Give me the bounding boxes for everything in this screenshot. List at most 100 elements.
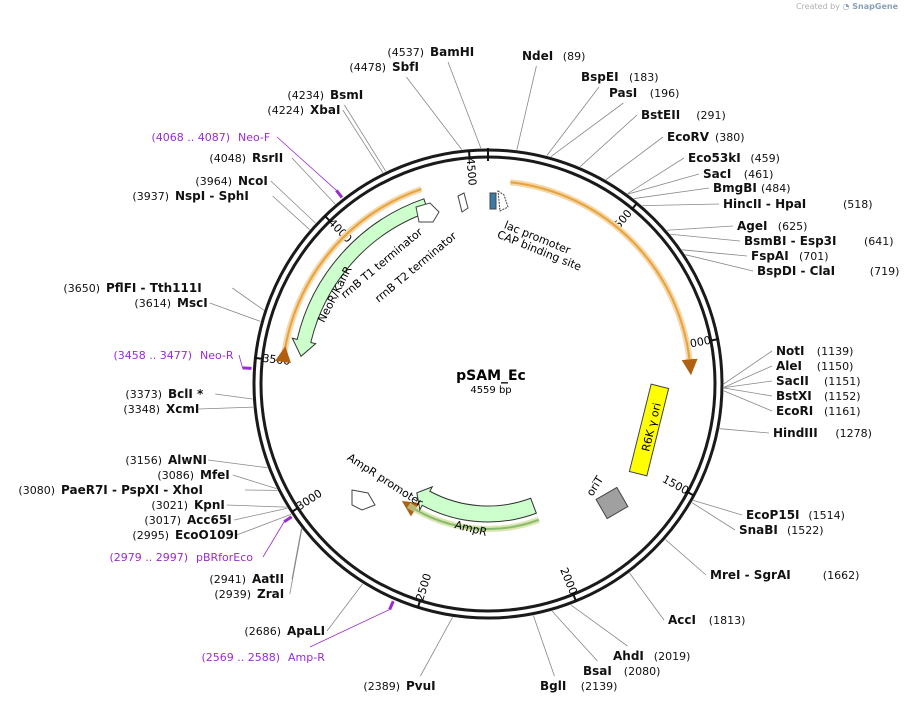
site-name: SacI: [703, 167, 731, 181]
site-name: EcoRV: [667, 130, 710, 144]
site-position: (641): [864, 235, 894, 248]
site-label: BsaI(2080): [583, 664, 660, 678]
site-name: MreI - SgrAI: [710, 568, 791, 582]
site-name: SnaBI: [739, 523, 778, 537]
site-position: (4234): [287, 89, 324, 102]
site-name: NcoI: [238, 174, 268, 188]
site-label: Eco53kI(459): [688, 151, 780, 165]
site-name: BamHI: [430, 45, 474, 59]
site-name: PflFI - Tth111I: [106, 281, 202, 295]
site-position: (1152): [824, 390, 861, 403]
primer-range: (2979 .. 2997): [109, 551, 188, 564]
site-leader: [234, 507, 288, 521]
site-position: (89): [563, 50, 586, 63]
site-label: (3348)XcmI: [123, 402, 199, 416]
site-name: AlwNI: [168, 453, 207, 467]
site-position: (3650): [63, 282, 100, 295]
site-leader: [723, 350, 773, 385]
site-position: (3017): [144, 514, 181, 527]
primer-marker: [242, 366, 252, 370]
site-leader: [551, 610, 598, 662]
site-name: XbaI: [310, 103, 340, 117]
primer-name: pBRforEco: [196, 551, 253, 564]
site-label: AleI(1150): [776, 359, 853, 373]
site-label: MreI - SgrAI(1662): [710, 568, 859, 582]
primer-leader: [309, 609, 390, 648]
site-leader: [550, 102, 624, 157]
feature-rrnb-t2: [457, 192, 469, 213]
site-leader: [236, 513, 292, 536]
site-leader: [215, 393, 253, 400]
site-leader: [570, 604, 628, 647]
site-position: (484): [761, 182, 791, 195]
site-leader: [326, 583, 363, 632]
plasmid-name: pSAM_Ec: [456, 368, 526, 384]
feature-r6k-ori: [628, 383, 670, 477]
site-position: (196): [650, 87, 680, 100]
site-leader: [533, 615, 555, 677]
site-name: FspAI: [751, 249, 789, 263]
primer-range: (3458 .. 3477): [113, 349, 192, 362]
site-leader: [667, 225, 734, 231]
site-position: (1161): [824, 405, 861, 418]
site-position: (1813): [709, 614, 746, 627]
site-leader: [207, 459, 268, 469]
primer-label: (4068 .. 4087)Neo-F: [151, 131, 270, 144]
site-position: (3348): [123, 403, 160, 416]
site-position: (1139): [817, 345, 854, 358]
site-label: PasI(196): [609, 86, 679, 100]
site-label: HindIII(1278): [773, 426, 872, 440]
site-leader: [627, 157, 685, 195]
snapgene-logo: ◔ SnapGene: [842, 2, 898, 11]
site-position: (1151): [824, 375, 861, 388]
primer-leader: [276, 136, 337, 191]
site-leader: [291, 528, 302, 580]
site-leader: [272, 195, 310, 230]
site-position: (4224): [267, 104, 304, 117]
site-name: SacII: [776, 374, 809, 388]
site-position: (1514): [808, 509, 845, 522]
site-label: BsmBI - Esp3I(641): [744, 234, 894, 248]
site-name: HindIII: [773, 426, 818, 440]
tick-mark-3000: [290, 506, 300, 514]
site-label: AgeI(625): [737, 219, 807, 233]
site-leader: [691, 502, 736, 531]
site-label: BmgBI (484): [713, 181, 791, 195]
site-label: SacI(461): [703, 167, 773, 181]
site-name: AatII: [252, 572, 284, 586]
site-position: (2686): [244, 625, 281, 638]
site-leader: [719, 428, 770, 434]
site-name: AgeI: [737, 219, 767, 233]
site-label: EcoP15I (1514): [746, 508, 845, 522]
site-position: (2139): [581, 680, 618, 693]
site-leader: [420, 617, 453, 677]
site-label: (2995)EcoO109I: [132, 528, 238, 542]
tick-label: 2500: [413, 572, 434, 603]
site-position: (3614): [134, 297, 171, 310]
site-position: (459): [750, 152, 780, 165]
site-label: BstEII(291): [641, 108, 726, 122]
site-label: (2389)PvuI: [363, 679, 435, 693]
credit-brand: SnapGene: [852, 2, 898, 11]
feature-ampr-promoter: [351, 489, 376, 511]
plasmid-length: 4559 bp: [470, 385, 511, 396]
tick-mark-2000: [571, 593, 578, 603]
site-leader: [682, 249, 748, 257]
site-leader: [579, 114, 638, 168]
site-name: BstXI: [776, 389, 812, 403]
site-leader: [605, 136, 664, 180]
site-label: AhdI(2019): [613, 649, 690, 663]
site-name: PvuI: [406, 679, 436, 693]
primer-range: (2569 .. 2588): [201, 651, 280, 664]
site-name: EcoP15I: [746, 508, 800, 522]
site-position: (518): [843, 198, 873, 211]
site-position: (2019): [654, 650, 691, 663]
orf-halo: [406, 502, 540, 532]
site-name: ApaLI: [287, 624, 325, 638]
tick-mark-4000: [323, 214, 332, 223]
site-name: BmgBI: [713, 181, 757, 195]
site-name: NspI - SphI: [175, 189, 249, 203]
site-name: EcoRI: [776, 404, 813, 418]
site-label: (3937)NspI - SphI: [132, 189, 248, 203]
